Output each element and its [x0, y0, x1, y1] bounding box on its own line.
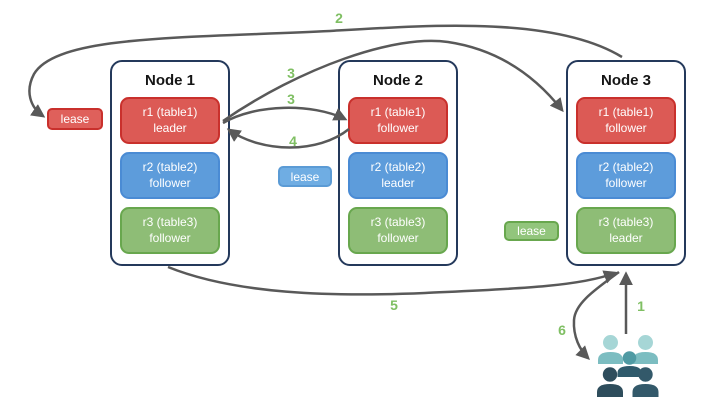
node-1: Node 1 r1 (table1) leader r2 (table2) fo… [110, 60, 230, 266]
range-role: leader [381, 175, 415, 190]
node-1-ranges: r1 (table1) leader r2 (table2) follower … [120, 97, 220, 254]
step-label-2: 2 [335, 10, 343, 26]
step-label-5: 5 [390, 297, 398, 313]
step-label-4: 4 [289, 133, 297, 149]
range-role: follower [605, 120, 647, 135]
range-id: r1 (table1) [370, 104, 426, 119]
range-id: r3 (table3) [370, 214, 426, 229]
step-label-6: 6 [558, 322, 566, 338]
range-role: leader [153, 120, 187, 135]
users-icon [597, 335, 659, 397]
node-1-range-r1: r1 (table1) leader [120, 97, 220, 144]
range-id: r1 (table1) [142, 104, 198, 119]
step-label-3a: 3 [287, 65, 295, 81]
arrow-step3-replicate-to-node2 [222, 106, 348, 125]
node-3-range-r1: r1 (table1) follower [576, 97, 676, 144]
range-id: r2 (table2) [598, 159, 654, 174]
range-id: r3 (table3) [598, 214, 654, 229]
range-id: r3 (table3) [142, 214, 198, 229]
node-1-range-r2: r2 (table2) follower [120, 152, 220, 199]
node-2-range-r2: r2 (table2) leader [348, 152, 448, 199]
range-id: r1 (table1) [598, 104, 654, 119]
range-role: follower [605, 175, 647, 190]
lease-badge-r2: lease [278, 166, 332, 187]
node-3-range-r3: r3 (table3) leader [576, 207, 676, 254]
lease-badge-r1: lease [47, 108, 103, 130]
range-role: follower [377, 120, 419, 135]
step-label-1: 1 [637, 298, 645, 314]
node-3-range-r2: r2 (table2) follower [576, 152, 676, 199]
node-2-ranges: r1 (table1) follower r2 (table2) leader … [348, 97, 448, 254]
range-role: follower [377, 230, 419, 245]
node-2-range-r1: r1 (table1) follower [348, 97, 448, 144]
range-id: r2 (table2) [142, 159, 198, 174]
arrow-step6-response-to-client [572, 270, 620, 360]
node-2-range-r3: r3 (table3) follower [348, 207, 448, 254]
node-3-ranges: r1 (table1) follower r2 (table2) followe… [576, 97, 676, 254]
range-role: follower [149, 175, 191, 190]
node-3: Node 3 r1 (table1) follower r2 (table2) … [566, 60, 686, 266]
range-id: r2 (table2) [370, 159, 426, 174]
node-3-title: Node 3 [600, 72, 651, 89]
step-label-3b: 3 [287, 91, 295, 107]
range-role: leader [609, 230, 643, 245]
lease-badge-r3: lease [504, 221, 559, 241]
node-1-range-r3: r3 (table3) follower [120, 207, 220, 254]
range-role: follower [149, 230, 191, 245]
arrow-step5-node1-to-node3 [167, 265, 618, 296]
node-2-title: Node 2 [372, 72, 423, 89]
node-2: Node 2 r1 (table1) follower r2 (table2) … [338, 60, 458, 266]
node-1-title: Node 1 [144, 72, 195, 89]
